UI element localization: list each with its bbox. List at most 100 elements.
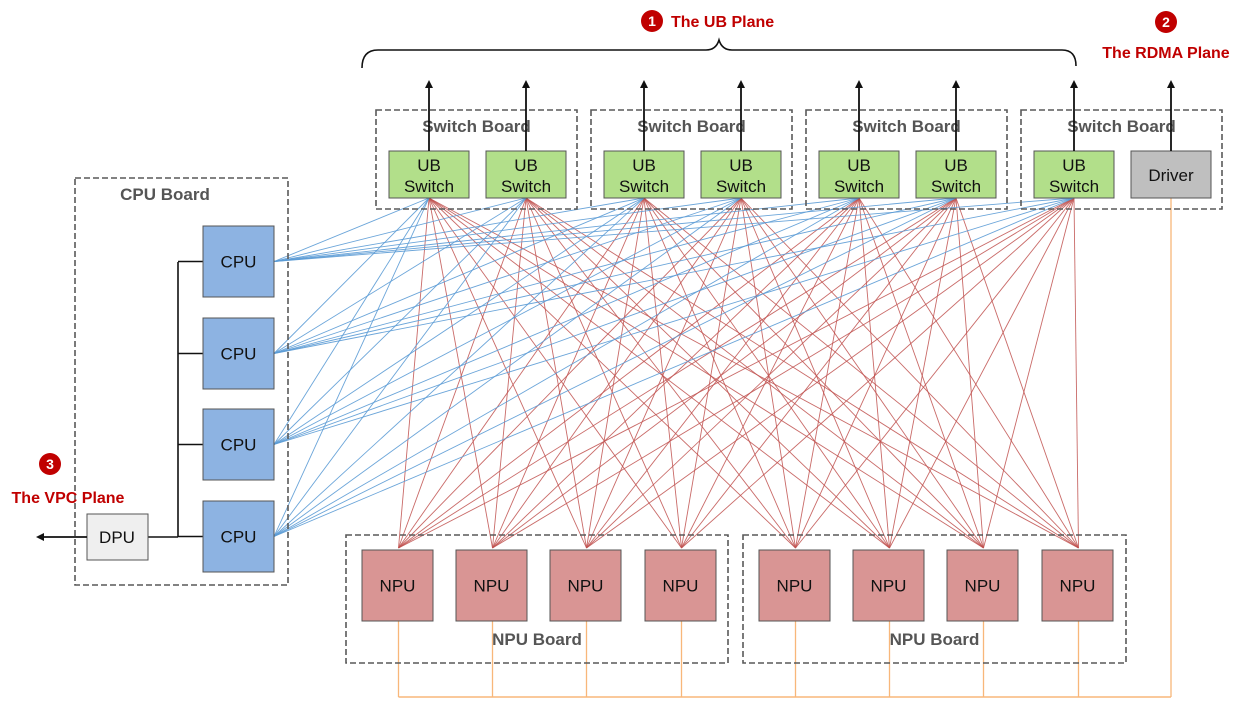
npu-ub-link bbox=[643, 197, 890, 549]
cpu bbox=[202, 500, 275, 573]
npu-label: NPU bbox=[871, 577, 907, 596]
npu-label: NPU bbox=[474, 577, 510, 596]
npu-ub-link bbox=[955, 197, 984, 549]
npu-label: NPU bbox=[965, 577, 1001, 596]
switch-board bbox=[590, 109, 793, 210]
ub-switch-label-line2: Switch bbox=[501, 177, 551, 196]
npu-ub-link bbox=[889, 197, 1075, 549]
switch-board bbox=[375, 109, 578, 210]
npu-ub-link bbox=[398, 197, 645, 549]
npu-ub-link bbox=[586, 197, 860, 549]
plane-3-title: The VPC Plane bbox=[12, 490, 125, 507]
cpu-ub-link bbox=[273, 197, 1075, 537]
npu-label: NPU bbox=[1060, 577, 1096, 596]
npu-ub-link bbox=[858, 197, 984, 549]
dpu bbox=[86, 513, 149, 561]
npu bbox=[455, 549, 528, 622]
cpu-ub-link bbox=[273, 197, 645, 445]
switch-board bbox=[1020, 109, 1223, 210]
plane-2-title: The RDMA Plane bbox=[1102, 45, 1230, 62]
npu-ub-link bbox=[428, 197, 1079, 549]
cpu-ub-link bbox=[273, 197, 860, 354]
npu bbox=[644, 549, 717, 622]
cpu-ub-link bbox=[273, 197, 430, 445]
npu bbox=[361, 549, 434, 622]
npu-ub-link bbox=[492, 197, 957, 549]
cpu-ub-link bbox=[273, 197, 430, 354]
cpu-ub-link bbox=[273, 197, 645, 354]
npu-ub-link bbox=[398, 197, 957, 549]
cpu-label: CPU bbox=[221, 253, 257, 272]
npu-ub-link bbox=[428, 197, 984, 549]
cpu-ub-link bbox=[273, 197, 860, 445]
cpu-board-label: CPU Board bbox=[120, 185, 210, 204]
driver-label: Driver bbox=[1148, 166, 1194, 185]
plane-1-number: 1 bbox=[648, 13, 656, 29]
npu-board bbox=[742, 534, 1127, 664]
cpu-ub-link bbox=[273, 197, 527, 445]
ub-switch-label-line1: UB bbox=[1062, 156, 1086, 175]
npu-ub-link bbox=[525, 197, 984, 549]
ub-switch-label-line1: UB bbox=[632, 156, 656, 175]
ub-switch-label-line2: Switch bbox=[931, 177, 981, 196]
cpu-ub-link bbox=[273, 197, 957, 262]
npu-ub-link bbox=[681, 197, 742, 549]
ub-switch-label-line2: Switch bbox=[404, 177, 454, 196]
ub-switch-label-line1: UB bbox=[417, 156, 441, 175]
npu-ub-link bbox=[983, 197, 1075, 549]
npu-ub-link bbox=[858, 197, 1079, 549]
links-layer bbox=[273, 197, 1172, 698]
npu-ub-link bbox=[740, 197, 1079, 549]
cpu-ub-link bbox=[273, 197, 645, 262]
npu-ub-link bbox=[643, 197, 984, 549]
plane-3-badge bbox=[39, 453, 61, 475]
npu-ub-link bbox=[1073, 197, 1079, 549]
npu-ub-link bbox=[492, 197, 645, 549]
npu-ub-link bbox=[643, 197, 1079, 549]
npu-label: NPU bbox=[663, 577, 699, 596]
cpu bbox=[202, 317, 275, 390]
npu-ub-link bbox=[889, 197, 957, 549]
npu-board-label: NPU Board bbox=[492, 630, 582, 649]
cpu-ub-link bbox=[273, 197, 430, 262]
cpu-label: CPU bbox=[221, 345, 257, 364]
npu-ub-link bbox=[398, 197, 742, 549]
npu-ub-link bbox=[525, 197, 890, 549]
cpu-ub-link bbox=[273, 197, 957, 445]
ub-switch bbox=[700, 150, 782, 199]
npu-ub-link bbox=[643, 197, 796, 549]
npu bbox=[549, 549, 622, 622]
cpu-ub-link bbox=[273, 197, 957, 537]
npu-ub-link bbox=[398, 197, 1075, 549]
ub-switch bbox=[1033, 150, 1115, 199]
cpu-ub-link bbox=[273, 197, 527, 354]
cpu-ub-link bbox=[273, 197, 860, 262]
npu-ub-link bbox=[428, 197, 493, 549]
cpu-ub-link bbox=[273, 197, 1075, 262]
npu-ub-link bbox=[740, 197, 984, 549]
ub-plane-brace bbox=[361, 37, 1077, 69]
npu-ub-link bbox=[858, 197, 890, 549]
ub-switch-label-line1: UB bbox=[944, 156, 968, 175]
npu-ub-link bbox=[525, 197, 1079, 549]
cpu-ub-link bbox=[273, 197, 430, 537]
plane-1-badge bbox=[641, 10, 663, 32]
cpu-ub-link bbox=[273, 197, 1075, 445]
driver bbox=[1130, 150, 1212, 199]
npu-ub-link bbox=[955, 197, 1079, 549]
plane-2-badge bbox=[1155, 11, 1177, 33]
npu-label: NPU bbox=[568, 577, 604, 596]
cpu-ub-link bbox=[273, 197, 742, 354]
npu bbox=[1041, 549, 1114, 622]
switch-board-label: Switch Board bbox=[637, 117, 746, 136]
switch-board-label: Switch Board bbox=[1067, 117, 1176, 136]
ub-switch bbox=[603, 150, 685, 199]
npu-ub-link bbox=[492, 197, 742, 549]
ub-switch-label-line2: Switch bbox=[834, 177, 884, 196]
npu-ub-link bbox=[492, 197, 860, 549]
npu-ub-link bbox=[398, 197, 860, 549]
npu-ub-link bbox=[586, 197, 1075, 549]
cpu-ub-link bbox=[273, 197, 860, 537]
